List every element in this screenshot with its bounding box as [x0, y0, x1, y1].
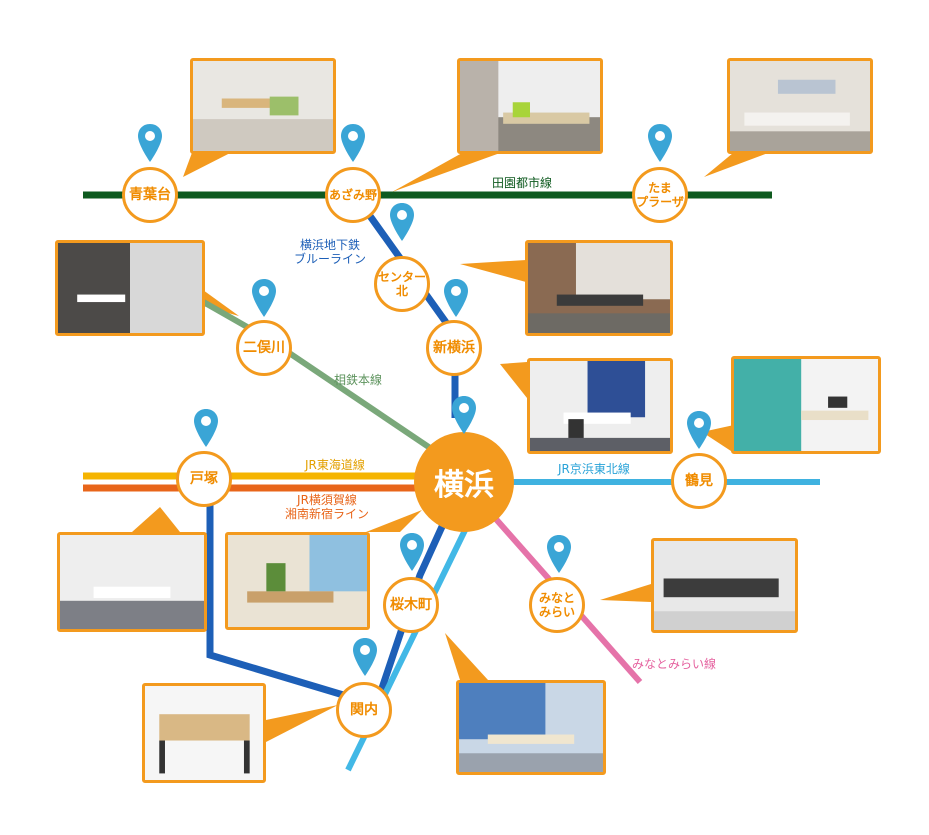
- label-sotetsu: 相鉄本線: [334, 373, 383, 387]
- station-azamino[interactable]: あざみ野: [325, 167, 381, 223]
- photo-totsuka[interactable]: [57, 532, 207, 632]
- station-yokohama-hub[interactable]: 横浜: [414, 432, 514, 532]
- station-aobadai[interactable]: 青葉台: [122, 167, 178, 223]
- map-pin-icon: [341, 124, 365, 162]
- photo-kannai[interactable]: [142, 683, 266, 783]
- label-minatomirai-line: みなとみらい線: [632, 657, 717, 671]
- map-pin-icon: [400, 533, 424, 571]
- station-totsuka[interactable]: 戸塚: [176, 451, 232, 507]
- photo-tama-plaza[interactable]: [727, 58, 873, 154]
- photo-tsurumi[interactable]: [731, 356, 881, 454]
- blue-line-south-a: [374, 518, 449, 702]
- photo-yokohama[interactable]: [225, 532, 370, 630]
- map-pin-icon: [194, 409, 218, 447]
- callout-tails: [132, 150, 768, 742]
- label-yokosuka-1: JR横須賀線: [297, 493, 357, 507]
- station-kannai[interactable]: 関内: [336, 682, 392, 738]
- label-tokaido: JR東海道線: [305, 458, 365, 472]
- photo-shin-yokohama[interactable]: [527, 358, 673, 454]
- label-denentoshi: 田園都市線: [492, 176, 553, 190]
- map-pin-icon: [687, 411, 711, 449]
- map-pin-icon: [353, 638, 377, 676]
- sotetsu-line: [198, 297, 447, 461]
- label-yokosuka: JR横須賀線 湘南新宿ライン: [272, 493, 382, 521]
- label-blue-line-2: ブルーライン: [293, 252, 366, 266]
- map-pin-icon: [547, 535, 571, 573]
- photo-minatomirai[interactable]: [651, 538, 798, 633]
- map-pin-icon: [452, 396, 476, 434]
- map-pin-icon: [390, 203, 414, 241]
- photo-sakuragicho[interactable]: [456, 680, 606, 775]
- station-sakuragicho[interactable]: 桜木町: [383, 577, 439, 633]
- station-center-kita[interactable]: センター 北: [374, 256, 430, 312]
- map-pin-icon: [138, 124, 162, 162]
- label-keihin-tohoku: JR京浜東北線: [558, 462, 630, 476]
- station-tama-plaza[interactable]: たま プラーザ: [632, 167, 688, 223]
- label-yokosuka-2: 湘南新宿ライン: [284, 507, 369, 521]
- station-shin-yokohama[interactable]: 新横浜: [426, 320, 482, 376]
- map-pin-icon: [444, 279, 468, 317]
- photo-futamatagawa[interactable]: [55, 240, 205, 336]
- map-pin-icon: [648, 124, 672, 162]
- station-futamatagawa[interactable]: 二俣川: [236, 320, 292, 376]
- map-pin-icon: [252, 279, 276, 317]
- photo-azamino[interactable]: [457, 58, 603, 154]
- station-minatomirai[interactable]: みなと みらい: [529, 577, 585, 633]
- photo-center-kita[interactable]: [525, 240, 673, 336]
- photo-aobadai[interactable]: [190, 58, 336, 154]
- blue-line-south-b: [206, 478, 362, 704]
- label-blue-line: 横浜地下鉄 ブルーライン: [290, 238, 370, 266]
- station-tsurumi[interactable]: 鶴見: [671, 453, 727, 509]
- label-blue-line-1: 横浜地下鉄: [299, 238, 360, 252]
